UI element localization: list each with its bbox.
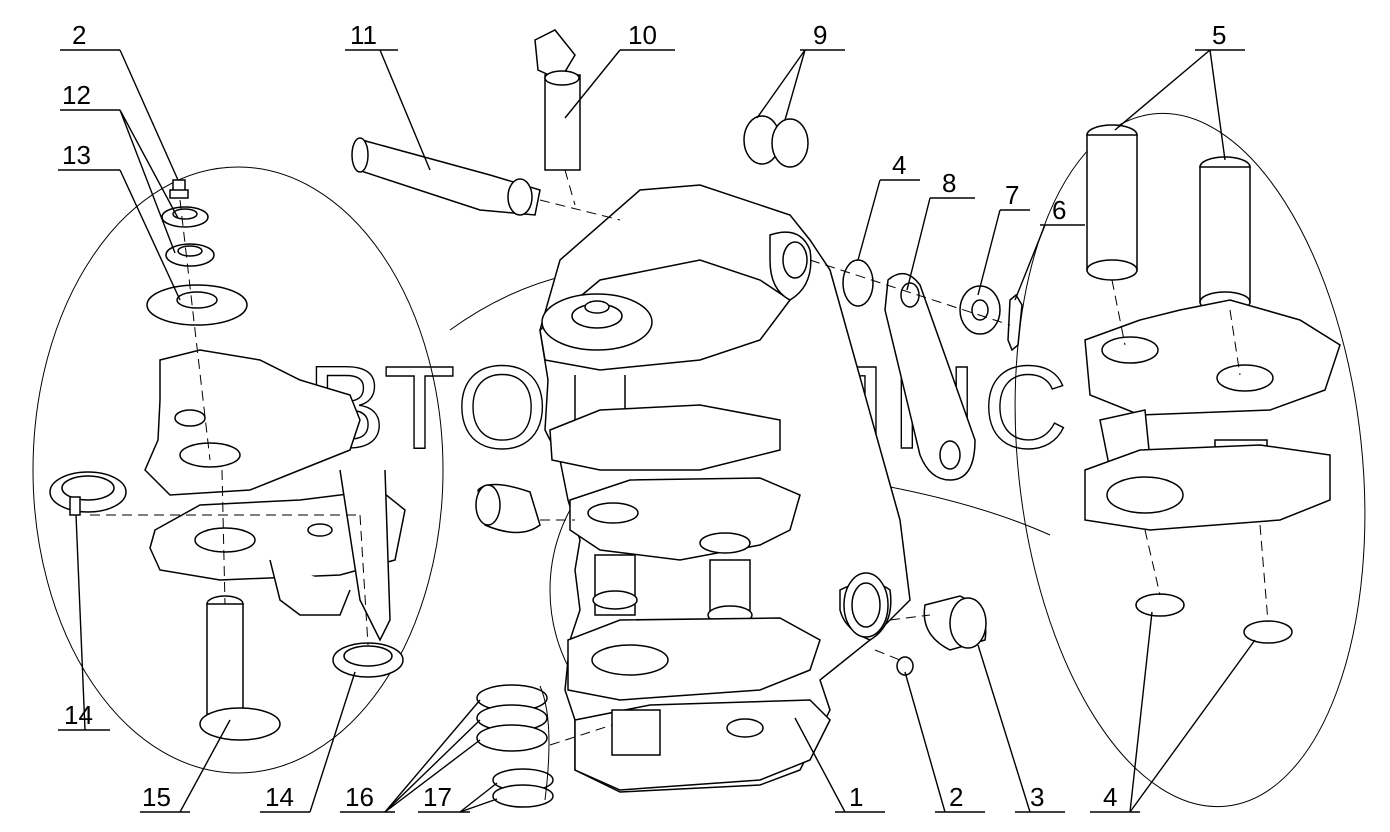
part-15-pin — [199, 595, 281, 741]
housing-bushing-right — [843, 572, 889, 638]
part-14-bushing-left — [49, 471, 127, 516]
callout-9: 9 — [813, 20, 827, 50]
callout-13: 13 — [62, 140, 91, 170]
callout-6: 6 — [1052, 195, 1066, 225]
callout-1: 1 — [849, 782, 863, 812]
left-subassembly — [144, 349, 406, 642]
part-7-washer — [959, 285, 1001, 335]
main-housing — [539, 184, 911, 793]
part-4-snap-rings-right — [1135, 593, 1293, 644]
assembly-axes — [90, 169, 1269, 746]
callout-12: 12 — [62, 80, 91, 110]
part-13-washer — [146, 284, 248, 326]
callout-labels: 2 12 13 14 15 14 16 17 11 10 9 4 8 7 6 5… — [62, 20, 1226, 812]
callout-16: 16 — [345, 782, 374, 812]
callout-8: 8 — [942, 168, 956, 198]
part-10-handle-pin — [534, 29, 581, 171]
callout-14-center: 14 — [265, 782, 294, 812]
part-17-rings — [492, 768, 554, 808]
part-5-pins — [1086, 124, 1251, 313]
callout-7: 7 — [1005, 180, 1019, 210]
housing-bushing-left — [475, 483, 541, 534]
part-3-bushing — [923, 595, 987, 651]
part-11-pin — [351, 137, 541, 216]
callout-5: 5 — [1212, 20, 1226, 50]
callout-2-bottom: 2 — [949, 782, 963, 812]
callout-3: 3 — [1030, 782, 1044, 812]
right-detail-ellipse — [1014, 112, 1366, 808]
callout-2-left: 2 — [72, 20, 86, 50]
part-8-link — [884, 272, 976, 481]
part-14-bushing-center — [332, 642, 404, 678]
callout-4-right: 4 — [1103, 782, 1117, 812]
left-detail-ellipse — [32, 166, 444, 774]
right-subassembly — [1084, 299, 1341, 531]
part-2-grease-fitting-bottom — [896, 656, 914, 676]
part-6-clip — [1007, 293, 1023, 352]
part-4-snap-ring-top — [842, 259, 874, 307]
callout-15: 15 — [142, 782, 171, 812]
part-9-rings — [743, 115, 809, 168]
callout-11: 11 — [350, 20, 377, 50]
part-2-grease-fitting-left — [169, 179, 189, 199]
callout-17: 17 — [423, 782, 452, 812]
part-12-nuts — [161, 206, 215, 267]
part-16-rings — [476, 684, 548, 752]
callout-10: 10 — [628, 20, 657, 50]
callout-4-top: 4 — [892, 150, 906, 180]
leader-lines — [58, 49, 1256, 813]
callout-14-left: 14 — [64, 700, 93, 730]
